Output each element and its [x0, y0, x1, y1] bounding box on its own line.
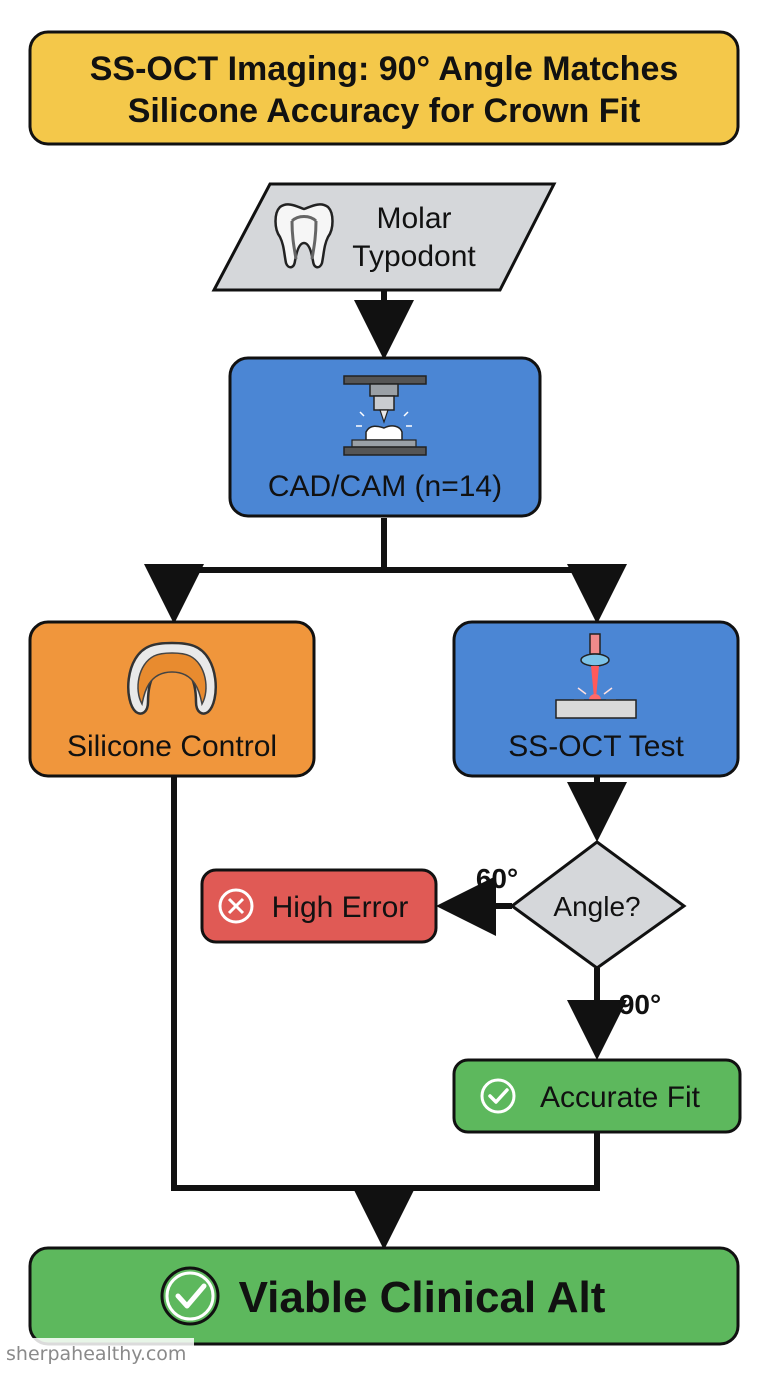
accurate-fit-label: Accurate Fit	[540, 1081, 701, 1114]
node-high-error: High Error	[200, 868, 438, 944]
silicone-label: Silicone Control	[67, 730, 277, 763]
viable-label: Viable Clinical Alt	[239, 1273, 606, 1322]
milling-machine-icon	[343, 375, 427, 456]
node-accurate-fit: Accurate Fit	[452, 1058, 742, 1134]
title-box: SS-OCT Imaging: 90° Angle Matches Silico…	[28, 30, 740, 146]
impression-tray-icon	[127, 641, 217, 715]
edge-accurate-merge	[384, 1132, 600, 1191]
typodont-line-1: Molar	[376, 202, 451, 235]
tooth-icon	[274, 203, 334, 269]
watermark: sherpahealthy.com	[0, 1338, 194, 1370]
edge-silicone-merge	[171, 776, 384, 1191]
edge-split-silicone	[144, 564, 384, 624]
node-viable-clinical-alt: Viable Clinical Alt	[28, 1246, 740, 1346]
check-circle-icon	[160, 1266, 220, 1326]
cadcam-label: CAD/CAM (n=14)	[268, 470, 502, 503]
ssoct-label: SS-OCT Test	[508, 730, 684, 763]
laser-scanner-icon	[555, 633, 637, 719]
connectors	[144, 290, 627, 1250]
high-error-label: High Error	[272, 891, 409, 924]
node-silicone-control: Silicone Control	[28, 620, 316, 778]
title-line-1: SS-OCT Imaging: 90° Angle Matches	[90, 50, 679, 88]
node-ssoct-test: SS-OCT Test	[452, 620, 740, 778]
x-circle-icon	[218, 888, 254, 924]
angle-label: Angle?	[553, 891, 640, 922]
edge-split-ssoct	[384, 564, 627, 624]
check-circle-icon	[480, 1078, 516, 1114]
node-cadcam: CAD/CAM (n=14)	[228, 356, 542, 518]
node-molar-typodont: Molar Typodont	[211, 182, 557, 292]
typodont-line-2: Typodont	[352, 240, 476, 273]
edge-label-90: 90°	[619, 989, 661, 1020]
title-line-2: Silicone Accuracy for Crown Fit	[128, 92, 641, 130]
node-angle-decision: Angle?	[509, 840, 687, 970]
edge-label-60: 60°	[476, 863, 518, 894]
